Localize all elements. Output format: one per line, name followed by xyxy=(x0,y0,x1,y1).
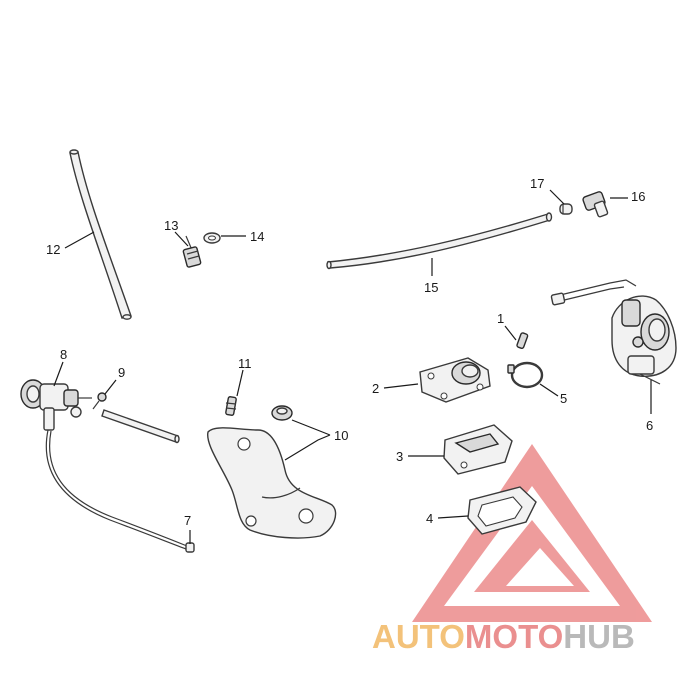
leader-5 xyxy=(539,383,559,397)
callout-13: 13 xyxy=(164,218,178,233)
svg-text:AUTOMOTOHUB: AUTOMOTOHUB xyxy=(372,618,635,655)
callout-14: 14 xyxy=(250,229,264,244)
callout-5: 5 xyxy=(560,391,567,406)
part-2-intake-manifold xyxy=(419,357,491,403)
leader-9 xyxy=(104,379,117,395)
part-5-hose-clamp xyxy=(507,361,544,389)
part-8-outlet-hose xyxy=(101,409,180,444)
callout-6: 6 xyxy=(646,418,653,433)
part-7-cap xyxy=(185,542,195,553)
part-10-mounting-bracket xyxy=(207,405,337,539)
part-1-bolt xyxy=(516,332,529,350)
leader-1 xyxy=(504,325,517,341)
leader-13 xyxy=(174,231,189,247)
leader-4 xyxy=(437,515,469,519)
drain-tube xyxy=(45,429,188,550)
callout-16: 16 xyxy=(631,189,645,204)
callout-10: 10 xyxy=(334,428,348,443)
callout-2: 2 xyxy=(372,381,379,396)
part-16-elbow-fitting xyxy=(582,191,609,218)
watermark-logo xyxy=(412,444,652,622)
leader-2 xyxy=(383,383,419,389)
part-6-carburetor xyxy=(550,279,677,385)
watermark-wordmark: AUTOMOTOHUB xyxy=(372,618,635,655)
callout-numbers: 12 13 14 15 16 17 8 9 11 10 7 1 2 5 6 3 … xyxy=(46,176,653,528)
part-4-gasket xyxy=(467,486,537,535)
watermark-triangle-hole xyxy=(506,548,574,586)
watermark-word-moto: MOTO xyxy=(465,618,563,655)
callout-3: 3 xyxy=(396,449,403,464)
part-11-bolt xyxy=(225,396,237,416)
watermark-word-hub: HUB xyxy=(563,618,635,655)
callout-7: 7 xyxy=(184,513,191,528)
part-8-fuel-tap xyxy=(20,379,92,431)
callout-17: 17 xyxy=(530,176,544,191)
watermark-word-auto: AUTO xyxy=(372,618,465,655)
callout-8: 8 xyxy=(60,347,67,362)
part-3-reed-valve xyxy=(443,424,513,475)
leader-8 xyxy=(53,361,64,387)
leader-17 xyxy=(549,189,565,205)
part-14-washer xyxy=(203,232,221,244)
part-12-fuel-hose xyxy=(69,149,132,320)
part-13-bolt xyxy=(182,235,202,268)
part-15-vacuum-hose xyxy=(326,212,553,270)
leader-10 xyxy=(284,434,331,461)
leader-10b xyxy=(291,419,331,436)
callout-11: 11 xyxy=(238,356,252,371)
leader-lines xyxy=(53,189,652,544)
callout-9: 9 xyxy=(118,365,125,380)
callout-15: 15 xyxy=(424,280,438,295)
part-17-clip xyxy=(559,203,573,215)
callout-4: 4 xyxy=(426,511,433,526)
callout-12: 12 xyxy=(46,242,60,257)
part-9-screw xyxy=(92,392,107,410)
leader-11 xyxy=(236,369,244,397)
callout-1: 1 xyxy=(497,311,504,326)
leader-12 xyxy=(64,231,95,249)
